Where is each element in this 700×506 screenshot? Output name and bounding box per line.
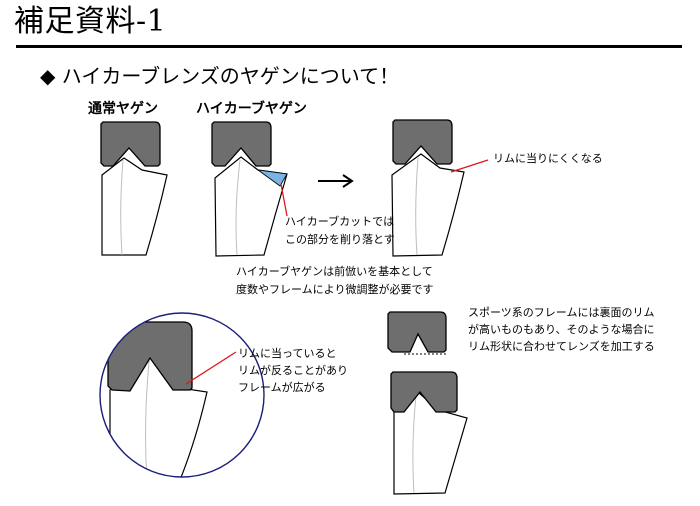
note-rim-hit: リムに当りにくくなる [493,152,603,165]
pointer-line [450,159,489,173]
section-heading: ◆ ハイカーブレンズのヤゲンについて！ [40,64,400,88]
note-mid-line1: ハイカーブヤゲンは前倣いを基本として [236,265,433,278]
arrow-right-icon [318,174,354,188]
cut-area [257,169,288,187]
zoom-circle [99,312,265,478]
note-cut-line1: ハイカーブカットでは [285,215,395,228]
note-sports-line2: が高いものもあり、そのような場合に [468,323,655,336]
normal-yagen-diagram [100,121,168,256]
sports-frame-bottom [390,371,468,495]
note-sports-line3: リム形状に合わせてレンズを加工する [468,340,655,353]
label-normal-yagen: 通常ヤゲン [88,101,158,117]
rim-shape [387,311,447,353]
title-divider [16,45,682,48]
note-zoom-line2: リムが反ることがあり [238,364,348,377]
note-zoom-line1: リムに当っていると [238,347,337,360]
zoom-diagram [99,312,265,478]
rim-shape [107,321,193,392]
note-sports-line1: スポーツ系のフレームには裏面のリム [468,306,655,319]
slide-title: 補足資料-1 [14,4,167,39]
rim-shape [390,371,458,413]
high-curve-diagram [211,121,288,257]
rim-shape [392,119,453,165]
pointer-line [280,183,288,217]
rim-shape [211,121,272,167]
note-mid-line2: 度数やフレームにより微調整が必要です [236,283,434,296]
label-high-curve-yagen: ハイカーブヤゲン [196,101,307,117]
note-cut-line2: この部分を削り落とす [285,233,395,246]
result-diagram [391,119,489,257]
rim-shape [100,121,161,167]
note-zoom-line3: フレームが広がる [238,381,326,394]
sports-frame-top [387,311,447,355]
pointer-line [185,351,237,385]
